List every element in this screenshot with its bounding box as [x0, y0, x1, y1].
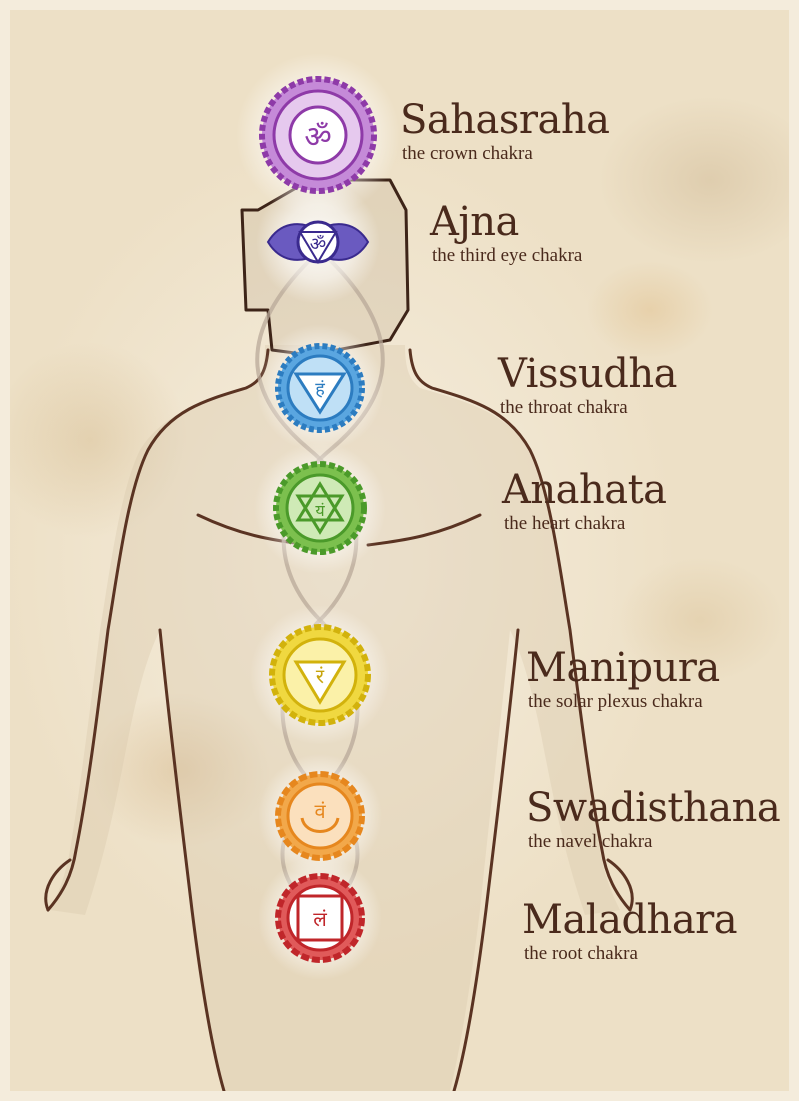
chakra-name: Anahata — [502, 468, 667, 512]
chakra-label-manipura: Manipura the solar plexus chakra — [526, 646, 720, 714]
chakra-label-anahata: Anahata the heart chakra — [502, 468, 667, 536]
chakra-description: the root chakra — [524, 942, 737, 966]
navel-symbol: वं — [314, 799, 326, 823]
heart-icon: यं — [276, 464, 364, 552]
chakra-description: the navel chakra — [528, 830, 780, 854]
chakra-name: Swadisthana — [526, 786, 780, 830]
chakra-description: the throat chakra — [500, 396, 677, 420]
throat-symbol: हं — [315, 379, 325, 400]
chakra-description: the solar plexus chakra — [528, 690, 720, 714]
solar-plexus-symbol: रं — [316, 664, 325, 688]
chakra-name: Manipura — [526, 646, 720, 690]
chakra-label-vissudha: Vissudha the throat chakra — [498, 352, 677, 420]
chakra-name: Ajna — [430, 200, 582, 244]
chakra-description: the third eye chakra — [432, 244, 582, 268]
heart-symbol: यं — [315, 501, 325, 520]
chakra-description: the heart chakra — [504, 512, 667, 536]
chakra-label-sahasraha: Sahasraha the crown chakra — [400, 98, 609, 166]
third-eye-symbol: ॐ — [310, 234, 326, 255]
solar-plexus-icon: रं — [272, 627, 368, 723]
throat-icon: हं — [278, 346, 362, 430]
diagram-canvas: ॐ ॐ हं यं रं — [10, 10, 789, 1091]
root-symbol: लं — [313, 907, 327, 931]
third-eye-icon: ॐ — [268, 222, 368, 262]
lotus-icon: ॐ — [262, 79, 374, 191]
chakra-label-swadisthana: Swadisthana the navel chakra — [526, 786, 780, 854]
chakra-name: Maladhara — [522, 898, 737, 942]
chakra-name: Vissudha — [498, 352, 677, 396]
chakra-label-ajna: Ajna the third eye chakra — [430, 200, 582, 268]
chakra-label-maladhara: Maladhara the root chakra — [522, 898, 737, 966]
crown-symbol: ॐ — [304, 120, 331, 155]
chakra-name: Sahasraha — [400, 98, 609, 142]
root-icon: लं — [278, 876, 362, 960]
chakra-description: the crown chakra — [402, 142, 609, 166]
navel-icon: वं — [278, 774, 362, 858]
